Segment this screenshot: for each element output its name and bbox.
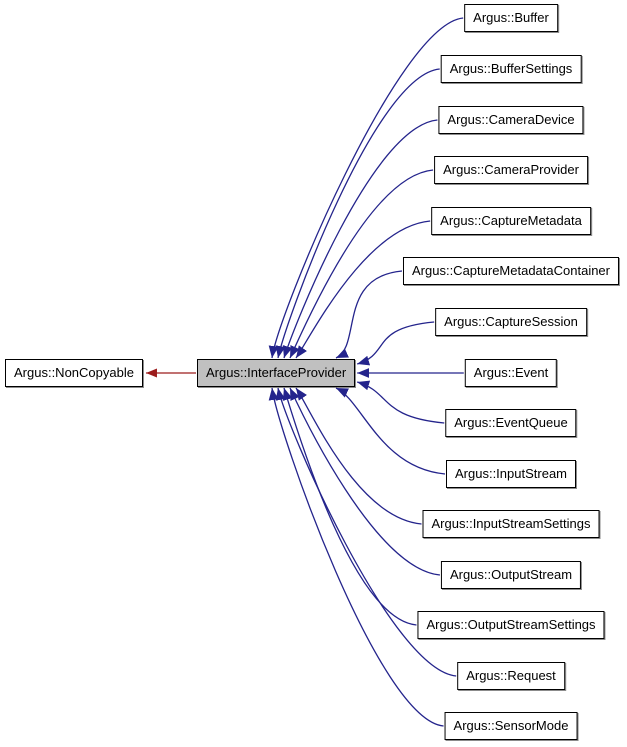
class-node-capturemetadata[interactable]: Argus::CaptureMetadata: [431, 207, 591, 235]
class-node-inputstreamsettings[interactable]: Argus::InputStreamSettings: [422, 510, 600, 538]
class-node-cameradevice[interactable]: Argus::CameraDevice: [438, 106, 584, 134]
class-node-sensormode[interactable]: Argus::SensorMode: [444, 712, 578, 740]
class-node-capturemetadatacontainer[interactable]: Argus::CaptureMetadataContainer: [402, 257, 620, 285]
class-node-capturesession[interactable]: Argus::CaptureSession: [435, 308, 587, 336]
class-node-request[interactable]: Argus::Request: [457, 662, 565, 690]
class-node-interfaceprovider: Argus::InterfaceProvider: [197, 359, 356, 387]
class-node-buffersettings[interactable]: Argus::BufferSettings: [440, 55, 582, 83]
class-node-inputstream[interactable]: Argus::InputStream: [446, 460, 576, 488]
class-node-event[interactable]: Argus::Event: [464, 359, 558, 387]
class-node-noncopyable[interactable]: Argus::NonCopyable: [5, 359, 143, 387]
class-node-cameraprovider[interactable]: Argus::CameraProvider: [434, 156, 588, 184]
class-node-eventqueue[interactable]: Argus::EventQueue: [445, 409, 577, 437]
class-node-buffer[interactable]: Argus::Buffer: [464, 4, 558, 32]
class-node-outputstreamsettings[interactable]: Argus::OutputStreamSettings: [417, 611, 605, 639]
class-node-outputstream[interactable]: Argus::OutputStream: [440, 561, 582, 589]
